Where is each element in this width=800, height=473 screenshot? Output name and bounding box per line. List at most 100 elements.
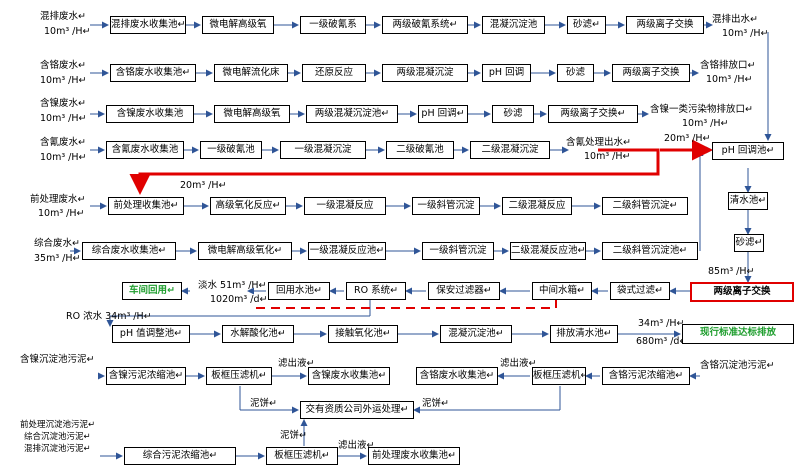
process-box: 两级离子交换: [626, 16, 704, 34]
source-label: 混排沉淀池污泥↵: [24, 444, 91, 454]
process-box: 微电解高级氧: [214, 105, 290, 123]
fresh-water-daily-label: 1020m³ /d↵: [210, 294, 268, 305]
outlet-label: 含铬排放口↵: [700, 60, 756, 71]
flow-label: 34m³ /H↵: [638, 318, 685, 329]
process-box: 两级离子交换↵: [548, 105, 638, 123]
source-label: 含镍沉淀池污泥↵: [20, 354, 95, 365]
two-stage-ion-exchange: 两级离子交换: [690, 282, 794, 302]
process-box: 水解酸化池↵: [222, 325, 294, 343]
process-box: 微电解流化床: [214, 64, 288, 82]
process-box: 含铬废水收集池↵: [110, 64, 196, 82]
process-box: 含镍污泥浓缩池↵: [106, 367, 186, 385]
process-box: 综合废水收集池↵: [82, 242, 176, 260]
filtrate-label: 滤出液↵: [500, 358, 537, 369]
process-box: 二级斜管沉淀池↵: [602, 242, 698, 260]
process-box: 含镍废水收集池: [106, 105, 194, 123]
workshop-reuse: 车间回用↵: [122, 282, 182, 300]
process-box: pH 回调: [482, 64, 531, 82]
process-box: 二级混凝反应池↵: [510, 242, 586, 260]
process-box: 一级斜管沉淀: [412, 197, 480, 215]
process-box: 一级混凝反应: [304, 197, 386, 215]
flow-label: 680m³ /d↵: [636, 336, 688, 347]
fresh-water-label: 淡水 51m³ /H↵: [198, 280, 267, 291]
outlet-flow-label: 10m³ /H↵: [722, 28, 769, 39]
process-box: pH 值调整池↵: [112, 325, 190, 343]
ro-system: RO 系统↵: [346, 282, 406, 300]
filtrate-label: 滤出液↵: [278, 358, 315, 369]
process-box: 两级混凝沉淀: [382, 64, 468, 82]
sludge-cake-label: 泥饼↵: [250, 398, 277, 409]
process-box: 两级离子交换: [612, 64, 690, 82]
process-box: 混凝沉淀池: [482, 16, 545, 34]
source-label: 含镍废水↵: [40, 98, 86, 109]
security-filter: 保安过滤器↵: [428, 282, 500, 300]
process-box: 二级斜管沉淀↵: [602, 197, 688, 215]
process-box: 微电解高级氧: [202, 16, 274, 34]
process-box: 前处理收集池↵: [108, 197, 184, 215]
source-label: 含铬废水↵: [40, 60, 86, 71]
process-box: 含铬污泥浓缩池↵: [602, 367, 690, 385]
bag-filter: 袋式过滤↵: [610, 282, 670, 300]
process-box: 混凝沉淀池↵: [440, 325, 512, 343]
process-box: 一级混凝沉淀: [280, 141, 366, 159]
process-box: 接触氧化池↵: [328, 325, 398, 343]
process-box: 一级混凝反应池↵: [308, 242, 386, 260]
process-box: 含氰废水收集池: [106, 141, 184, 159]
process-box: 板框压滤机↵: [206, 367, 272, 385]
sludge-cake-label: 泥饼↵: [422, 398, 449, 409]
process-box: 两级混凝沉淀池↵: [306, 105, 398, 123]
process-box: 二级混凝沉淀: [470, 141, 550, 159]
process-box: 一级破氰系: [300, 16, 366, 34]
qualified-disposal: 交有资质公司外运处理↵: [300, 401, 414, 419]
outlet-label: 含氰处理出水↵: [566, 137, 631, 148]
outlet-label: 混排出水↵: [712, 14, 758, 25]
process-box: pH 回调↵: [418, 105, 468, 123]
source-label: 含氰废水↵: [40, 137, 86, 148]
process-box: 一级斜管沉淀: [422, 242, 494, 260]
process-box: 砂滤: [557, 64, 594, 82]
process-box: 微电解高级氧化↵: [198, 242, 292, 260]
process-box: 二级破氰池: [386, 141, 454, 159]
outlet-flow-label: 10m³ /H↵: [682, 118, 729, 129]
source-label: 综合沉淀池污泥↵: [24, 432, 91, 442]
outlet-flow-label: 10m³ /H↵: [706, 74, 753, 85]
outlet-label: 含镍一类污染物排放口↵: [650, 104, 753, 115]
process-box: 两级破氰系统↵: [382, 16, 468, 34]
sludge-cake-label: 泥饼↵: [280, 430, 307, 441]
standard-discharge: 现行标准达标排放: [682, 324, 794, 344]
flow-to-ph-label: 20m³ /H↵: [664, 133, 711, 144]
process-box: 前处理废水收集池↵: [368, 447, 460, 465]
process-box: 排放清水池↵: [550, 325, 618, 343]
process-box: 砂滤↵: [567, 16, 606, 34]
filtrate-label: 滤出液↵: [338, 440, 375, 451]
source-label: 前处理废水↵: [30, 194, 86, 205]
intermediate-tank: 中间水箱↵: [532, 282, 592, 300]
flow-label: 10m³ /H↵: [44, 26, 91, 37]
flow-label: 10m³ /H↵: [40, 75, 87, 86]
clean-water-tank: 清水池↵: [728, 192, 768, 210]
flow-label: 85m³ /H↵: [708, 266, 755, 277]
process-box: 一级破氰池: [200, 141, 262, 159]
process-box: 综合污泥浓缩池↵: [124, 447, 236, 465]
process-box: 高级氧化反应↵: [210, 197, 286, 215]
process-box: 砂滤: [492, 105, 534, 123]
flow-label: 10m³ /H↵: [40, 152, 87, 163]
source-label: 混排废水↵: [40, 11, 86, 22]
process-box: 含铬废水收集池↵: [416, 367, 498, 385]
source-label: 含铬沉淀池污泥↵: [700, 360, 775, 371]
process-box: 板框压滤机↵: [532, 367, 586, 385]
process-box: 含镍废水收集池↵: [308, 367, 390, 385]
process-box: 板框压滤机↵: [266, 447, 338, 465]
flow-label: 35m³ /H↵: [34, 253, 81, 264]
ph-adjust-tank: pH 回调池↵: [712, 142, 784, 160]
source-label: 综合废水↵: [34, 238, 80, 249]
reuse-water-tank: 回用水池↵: [268, 282, 330, 300]
flow-label: 10m³ /H↵: [38, 208, 85, 219]
ro-concentrate-label: RO 浓水 34m³ /H↵: [66, 311, 152, 322]
process-box: 混排废水收集池↵: [110, 16, 186, 34]
flow-label: 20m³ /H↵: [180, 180, 227, 191]
process-box: 还原反应: [302, 64, 366, 82]
process-box: 二级混凝反应: [502, 197, 572, 215]
